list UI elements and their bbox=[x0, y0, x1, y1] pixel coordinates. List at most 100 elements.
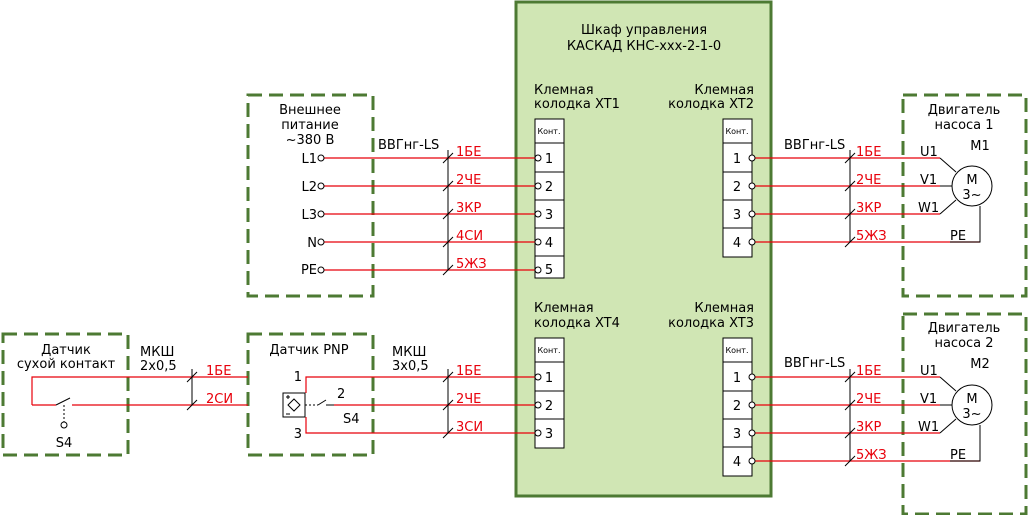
supply-pin-pe: PE bbox=[301, 263, 317, 278]
dry-contact-sensor-box bbox=[1, 332, 130, 457]
xt1-num-5: 5 bbox=[545, 263, 553, 278]
xt4-num-2: 2 bbox=[545, 399, 553, 414]
motor2-box bbox=[901, 312, 1028, 515]
xt2-num-1: 1 bbox=[733, 152, 741, 167]
cabinet-title-line2: КАСКАД КНС-xxx-2-1-0 bbox=[567, 39, 721, 54]
motor1-label-line1: Двигатель bbox=[928, 103, 1001, 118]
pnp-sensor-wires bbox=[305, 369, 542, 439]
motor2-sym-m: M bbox=[966, 392, 977, 407]
motor1-pin-v1: V1 bbox=[920, 173, 937, 188]
supply-pin-l1: L1 bbox=[301, 152, 317, 167]
terminal-block-xt4: Конт. 1 2 3 bbox=[534, 337, 565, 449]
dry-cable-line2: 2x0,5 bbox=[140, 359, 177, 374]
motor1-pin-u1: U1 bbox=[920, 145, 938, 160]
terminal-block-xt3: Конт. 1 2 3 4 bbox=[722, 337, 753, 477]
dry-wire-1: 1БЕ bbox=[206, 364, 231, 379]
pnp-wire-1: 1БЕ bbox=[456, 364, 481, 379]
dry-sensor-ref: S4 bbox=[56, 436, 73, 451]
xt1-num-2: 2 bbox=[545, 180, 553, 195]
supply-pin-n: N bbox=[307, 236, 317, 251]
dry-contact-wires bbox=[31, 369, 248, 429]
motor1-sym-phase: 3~ bbox=[962, 188, 981, 203]
terminal-block-xt2: Конт. 1 2 3 4 bbox=[722, 118, 753, 258]
pnp-cable-line2: 3x0,5 bbox=[392, 359, 429, 374]
xt2-num-2: 2 bbox=[733, 180, 741, 195]
pnp-wire-2: 2ЧЕ bbox=[456, 392, 481, 407]
supply-wires bbox=[317, 150, 542, 276]
motor1-cable-label: ВВГнг-LS bbox=[784, 138, 845, 153]
xt2-label-line2: колодка XT2 bbox=[668, 97, 754, 112]
motor2-wire-3: 3КР bbox=[856, 420, 882, 435]
supply-wire-1: 1БЕ bbox=[456, 145, 481, 160]
motor1-box bbox=[901, 93, 1028, 298]
motor1-wires bbox=[748, 150, 981, 248]
motor1-wire-1: 1БЕ bbox=[856, 145, 881, 160]
xt3-num-4: 4 bbox=[733, 455, 741, 470]
motor1-pin-pe: PE bbox=[950, 229, 966, 244]
xt3-num-2: 2 bbox=[733, 399, 741, 414]
pnp-sensor-ref: S4 bbox=[343, 412, 360, 427]
motor2-pin-w1: W1 bbox=[918, 420, 939, 435]
supply-wire-4: 4СИ bbox=[456, 229, 483, 244]
external-supply-box bbox=[246, 93, 375, 298]
supply-pin-l2: L2 bbox=[301, 180, 317, 195]
motor1-wire-2: 2ЧЕ bbox=[856, 173, 881, 188]
motor2-sym-phase: 3~ bbox=[962, 407, 981, 422]
supply-wire-2: 2ЧЕ bbox=[456, 173, 481, 188]
motor2-wires bbox=[748, 369, 981, 467]
motor2-ref: M2 bbox=[970, 357, 990, 372]
motor2-pin-v1: V1 bbox=[920, 392, 937, 407]
pnp-wire-3: 3СИ bbox=[456, 420, 483, 435]
motor1-ref: M1 bbox=[970, 139, 990, 154]
motor1-label-line2: насоса 1 bbox=[934, 118, 993, 133]
supply-label-line1: Внешнее bbox=[279, 103, 341, 118]
pnp-pin-2: 2 bbox=[337, 387, 345, 402]
motor2-cable-label: ВВГнг-LS bbox=[784, 356, 845, 371]
xt4-header: Конт. bbox=[537, 346, 560, 355]
motor2-pin-u1: U1 bbox=[920, 364, 938, 379]
motor1-sym-m: M bbox=[966, 173, 977, 188]
dry-sensor-label-line1: Датчик bbox=[41, 343, 91, 358]
xt3-num-1: 1 bbox=[733, 371, 741, 386]
xt2-num-3: 3 bbox=[733, 208, 741, 223]
xt1-label-line2: колодка XT1 bbox=[534, 97, 620, 112]
xt4-num-1: 1 bbox=[545, 371, 553, 386]
pnp-sensor-symbol bbox=[282, 392, 334, 418]
supply-wire-3: 3КР bbox=[456, 201, 482, 216]
pnp-sensor-box bbox=[246, 332, 375, 457]
motor2-label-line1: Двигатель bbox=[928, 321, 1001, 336]
xt1-num-3: 3 bbox=[545, 208, 553, 223]
pnp-pin-3: 3 bbox=[294, 427, 302, 442]
motor1-pin-w1: W1 bbox=[918, 201, 939, 216]
motor1-wire-4: 5ЖЗ bbox=[856, 229, 887, 244]
xt4-num-3: 3 bbox=[545, 427, 553, 442]
dry-sensor-label-line2: сухой контакт bbox=[17, 357, 116, 372]
xt1-label-line1: Клемная bbox=[534, 83, 594, 98]
xt2-header: Конт. bbox=[725, 127, 748, 136]
cabinet-title-line1: Шкаф управления bbox=[581, 23, 707, 38]
xt2-num-4: 4 bbox=[733, 236, 741, 251]
supply-label-line2: питание bbox=[281, 118, 338, 133]
motor2-wire-2: 2ЧЕ bbox=[856, 392, 881, 407]
dry-cable-line1: МКШ bbox=[140, 345, 174, 360]
supply-wire-5: 5ЖЗ bbox=[456, 257, 487, 272]
xt1-num-4: 4 bbox=[545, 236, 553, 251]
xt1-header: Конт. bbox=[537, 127, 560, 136]
xt3-label-line1: Клемная bbox=[694, 301, 754, 316]
xt2-label-line1: Клемная bbox=[694, 83, 754, 98]
motor2-pin-pe: PE bbox=[950, 448, 966, 463]
motor2-label-line2: насоса 2 bbox=[934, 336, 993, 351]
supply-label-line3: ~380 В bbox=[286, 133, 335, 148]
pnp-cable-line1: МКШ bbox=[392, 345, 426, 360]
supply-pin-l3: L3 bbox=[301, 208, 317, 223]
xt3-num-3: 3 bbox=[733, 427, 741, 442]
terminal-block-xt1: Конт. 1 2 3 4 5 bbox=[534, 118, 565, 279]
xt1-num-1: 1 bbox=[545, 152, 553, 167]
pnp-sensor-label: Датчик PNP bbox=[269, 343, 348, 358]
pnp-pin-1: 1 bbox=[294, 370, 302, 385]
xt4-label-line2: колодка XT4 bbox=[534, 316, 620, 331]
xt3-header: Конт. bbox=[725, 346, 748, 355]
dry-wire-2: 2СИ bbox=[206, 392, 233, 407]
motor2-wire-4: 5ЖЗ bbox=[856, 448, 887, 463]
